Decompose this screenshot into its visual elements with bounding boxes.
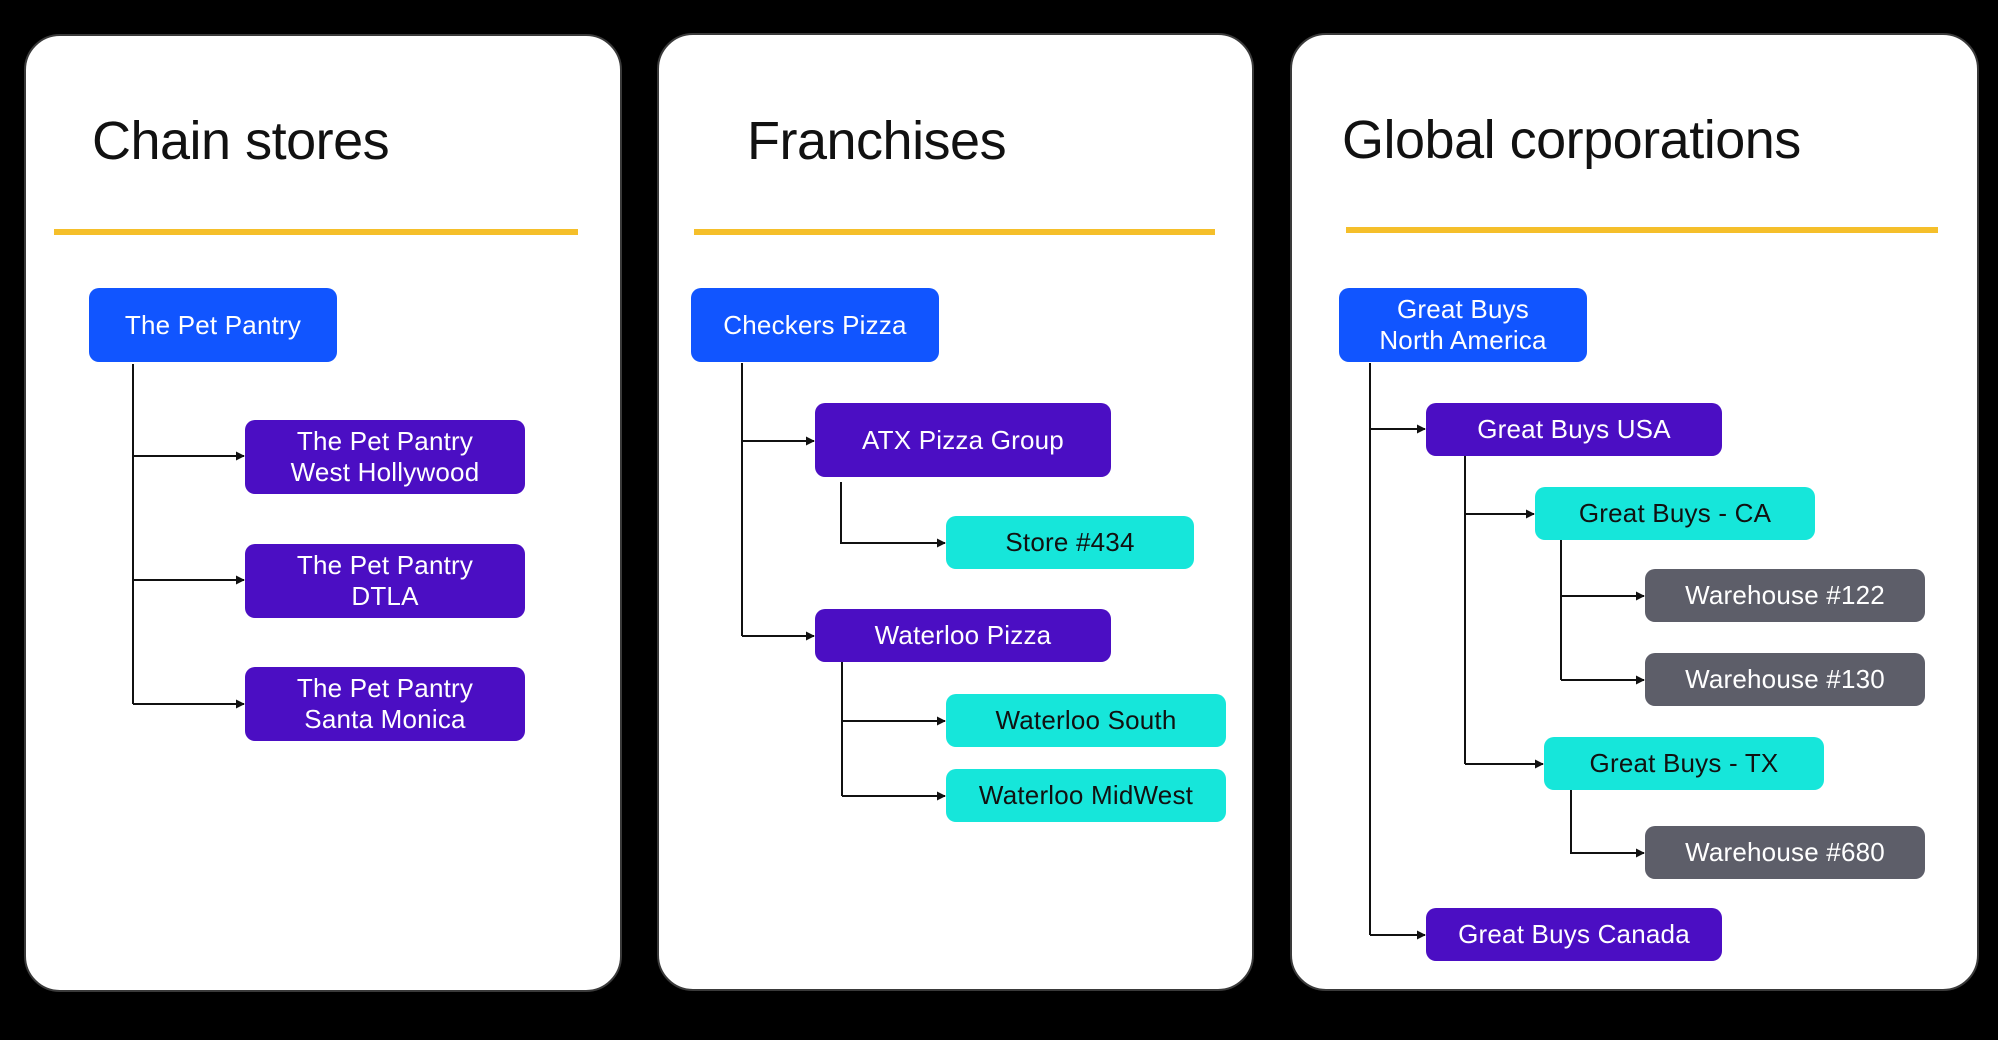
org-node: Warehouse #130: [1645, 653, 1925, 706]
org-node: Warehouse #680: [1645, 826, 1925, 879]
org-node: Great Buys USA: [1426, 403, 1722, 456]
org-node: Store #434: [946, 516, 1194, 569]
org-node: Waterloo MidWest: [946, 769, 1226, 822]
org-node: The Pet Pantry Santa Monica: [245, 667, 525, 741]
org-node: Great Buys - TX: [1544, 737, 1824, 790]
panel-title: Global corporations: [1342, 110, 1801, 170]
title-divider: [1346, 227, 1938, 233]
connector-lines: [132, 364, 245, 709]
org-node: Great Buys - CA: [1535, 487, 1815, 540]
title-divider: [54, 229, 578, 235]
org-node: ATX Pizza Group: [815, 403, 1111, 477]
org-node: The Pet Pantry: [89, 288, 337, 362]
org-node: Waterloo Pizza: [815, 609, 1111, 662]
title-divider: [694, 229, 1215, 235]
org-node: The Pet Pantry West Hollywood: [245, 420, 525, 494]
org-node: Warehouse #122: [1645, 569, 1925, 622]
org-node: Waterloo South: [946, 694, 1226, 747]
org-node: The Pet Pantry DTLA: [245, 544, 525, 618]
connector-lines: [1369, 363, 1645, 940]
panel-global-corporations: Global corporations Great Buys North Ame…: [1290, 33, 1979, 991]
panel-franchises: Franchises Checkers Pizza ATX Pizza Grou…: [657, 33, 1254, 991]
connector-lines: [741, 363, 946, 801]
panel-title: Franchises: [747, 111, 1007, 171]
panel-chain-stores: Chain stores The Pet Pantry The Pet Pant…: [24, 34, 622, 992]
org-node: Checkers Pizza: [691, 288, 939, 362]
org-node: Great Buys North America: [1339, 288, 1587, 362]
panel-title: Chain stores: [92, 111, 390, 171]
org-node: Great Buys Canada: [1426, 908, 1722, 961]
